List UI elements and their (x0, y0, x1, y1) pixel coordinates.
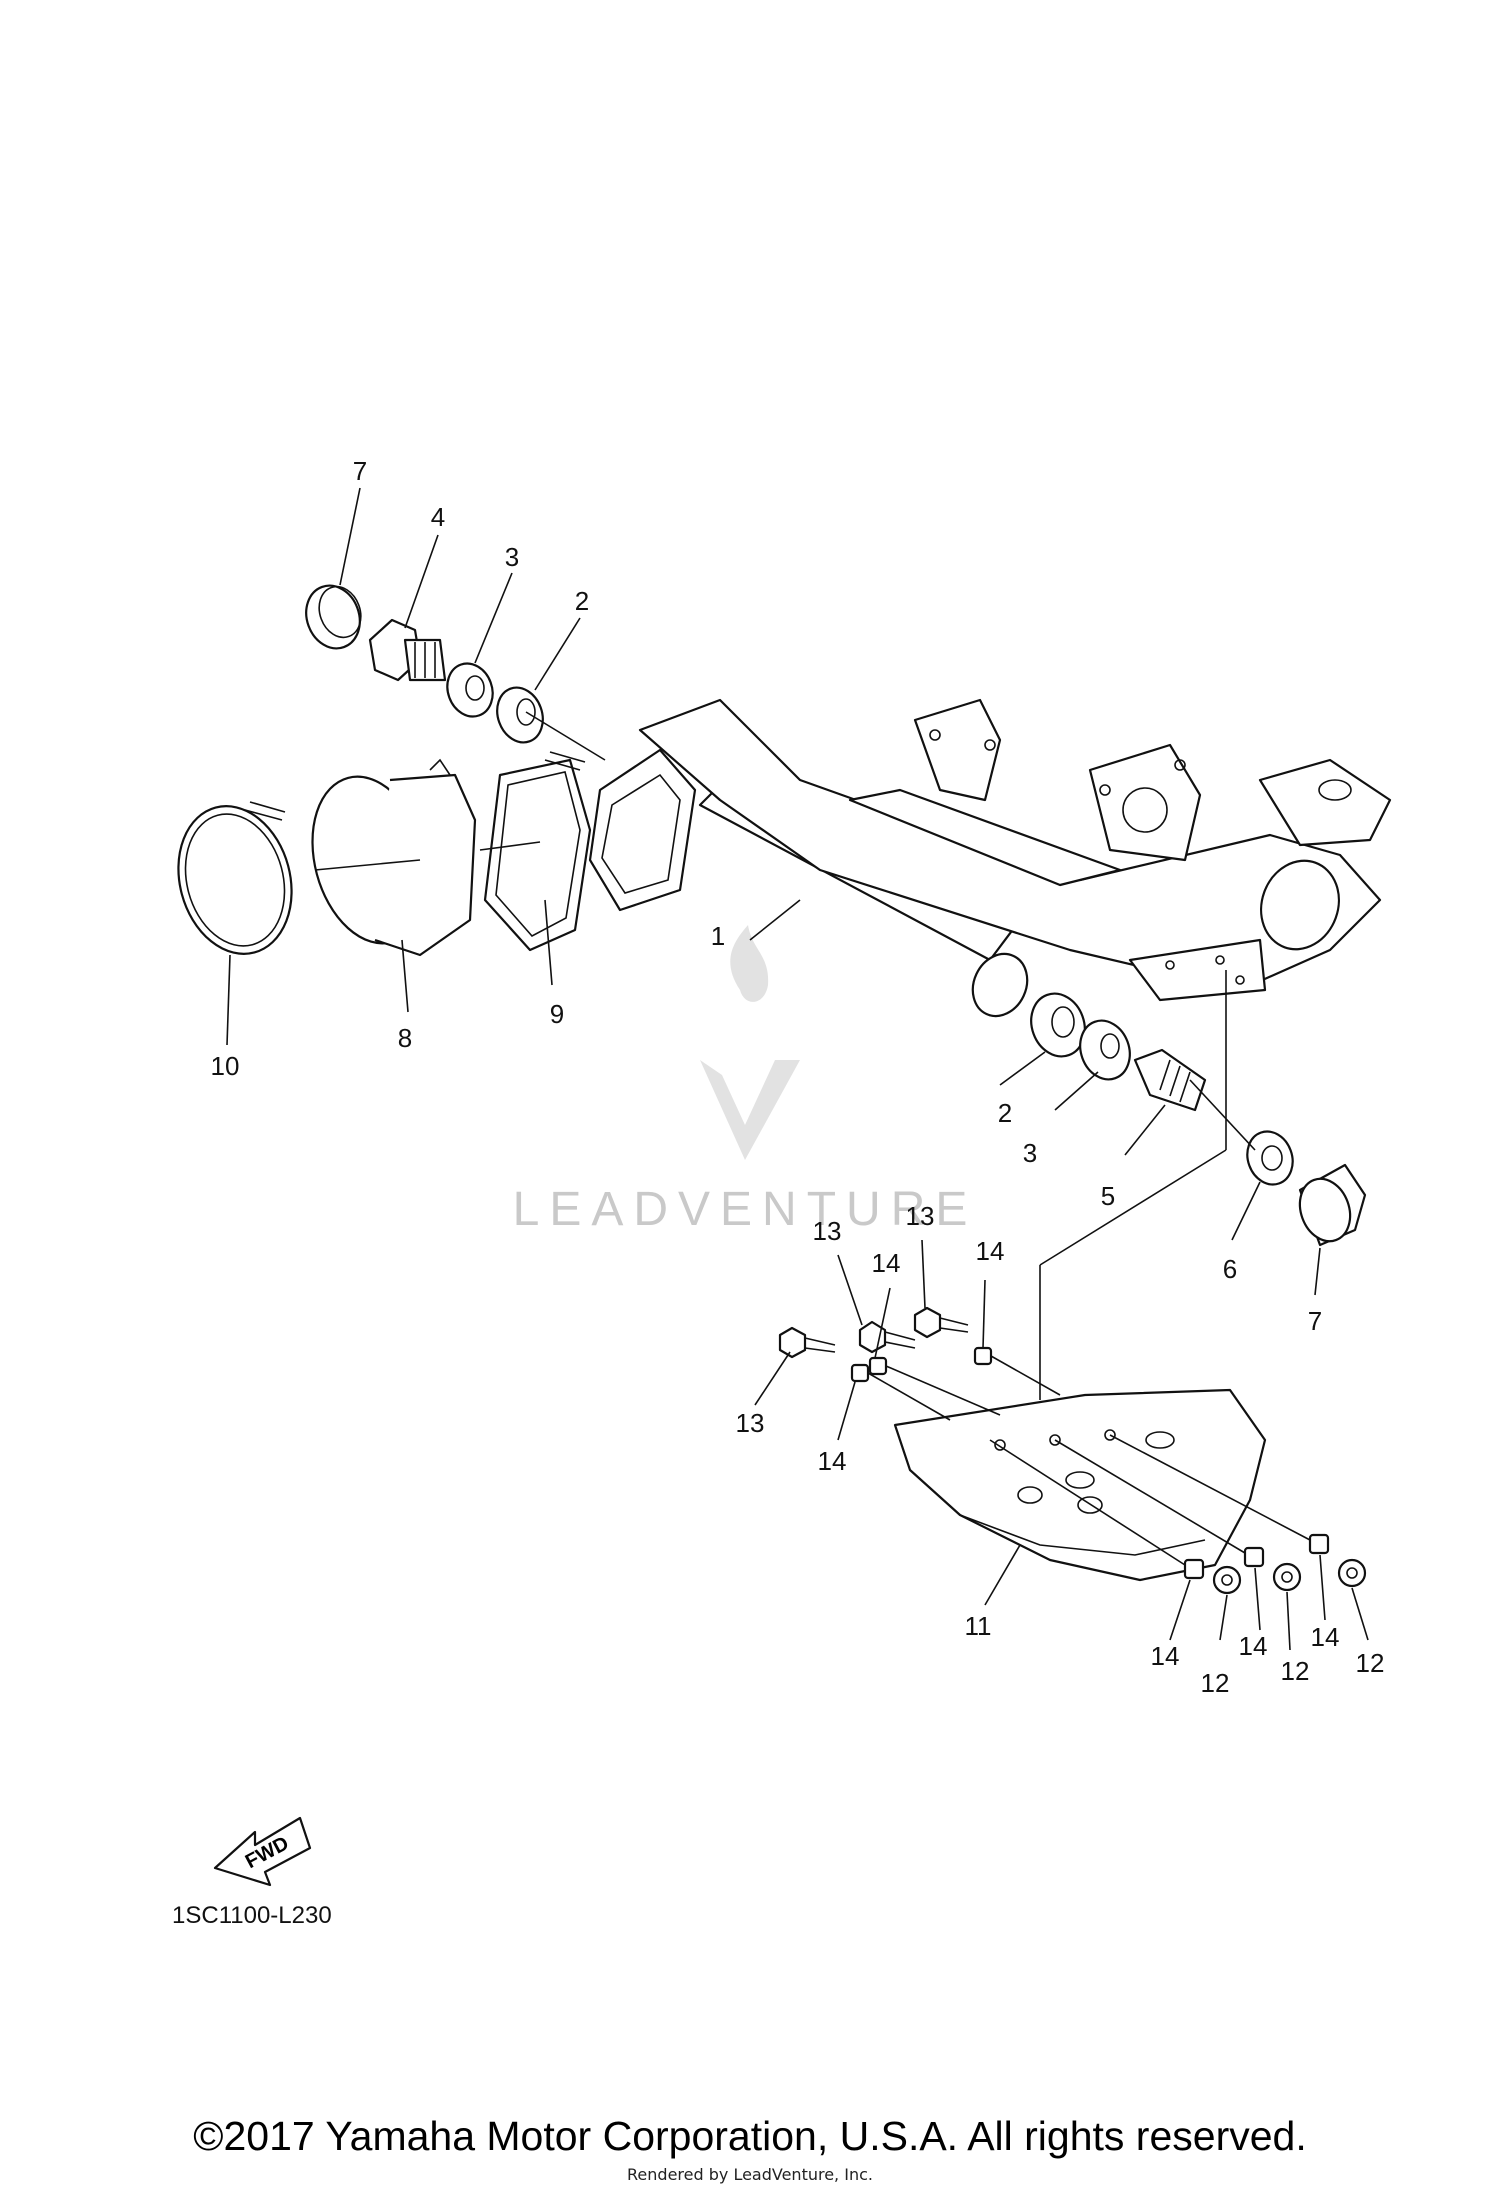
nut-12-c (1337, 1558, 1367, 1588)
callout-14-a: 14 (818, 1446, 847, 1476)
callout-8: 8 (398, 1023, 412, 1053)
callout-5: 5 (1101, 1181, 1115, 1211)
cover-7-right (1298, 1163, 1367, 1247)
callout-3-right: 3 (1023, 1138, 1037, 1168)
collar-14-e (1243, 1546, 1265, 1568)
callout-6: 6 (1223, 1254, 1237, 1284)
callout-13-a: 13 (736, 1408, 765, 1438)
callout-9: 9 (550, 999, 564, 1029)
callout-10: 10 (211, 1051, 240, 1081)
clamp-10 (177, 801, 293, 955)
callout-4: 4 (431, 502, 445, 532)
bolt-13-c (913, 1306, 969, 1339)
watermark-text: LEADVENTURE (513, 1183, 978, 1236)
bearing-2-left (496, 686, 544, 744)
guard-plate-11 (893, 1388, 1267, 1582)
callout-2-left: 2 (575, 586, 589, 616)
leader-lines (226, 487, 1369, 1651)
callout-13-c: 13 (906, 1201, 935, 1231)
nut-12-b (1272, 1562, 1302, 1592)
fwd-arrow-icon: FWD (213, 1816, 312, 1887)
clamp-9 (479, 751, 592, 952)
boot-8 (311, 758, 477, 957)
callout-12-a: 12 (1201, 1668, 1230, 1698)
callout-3-left: 3 (505, 542, 519, 572)
bolt-13-a (778, 1326, 836, 1359)
collar-14-c (973, 1346, 993, 1366)
callout-12-c: 12 (1356, 1648, 1385, 1678)
callout-14-f: 14 (1311, 1622, 1340, 1652)
callout-14-d: 14 (1151, 1641, 1180, 1671)
callout-11: 11 (965, 1611, 992, 1641)
callout-7-right: 7 (1308, 1306, 1322, 1336)
copyright-notice: ©2017 Yamaha Motor Corporation, U.S.A. A… (193, 2113, 1306, 2159)
collar-3-left (446, 662, 494, 718)
callout-12-b: 12 (1281, 1656, 1310, 1686)
bolt-13-b (858, 1320, 916, 1354)
collar-3-right (1079, 1019, 1131, 1081)
callout-2-right: 2 (998, 1098, 1012, 1128)
collar-14-a (850, 1363, 870, 1383)
callout-14-e: 14 (1239, 1631, 1268, 1661)
callout-14-c: 14 (976, 1236, 1005, 1266)
nut-6 (1246, 1130, 1294, 1186)
bearing-2-right (1030, 992, 1086, 1058)
pivot-bolt-5 (1133, 1048, 1207, 1112)
nut-12-a (1212, 1565, 1242, 1595)
callout-7-left: 7 (353, 456, 367, 486)
diagram-code: 1SC1100-L230 (172, 1902, 332, 1929)
collar-14-f (1308, 1533, 1330, 1555)
leadventure-watermark: LEADVENTURE (513, 925, 978, 1236)
callout-14-b: 14 (872, 1248, 901, 1278)
collar-14-d (1183, 1558, 1205, 1580)
pivot-shaft-4 (368, 618, 447, 682)
collar-14-b (868, 1356, 888, 1376)
cap-7-left (305, 584, 362, 650)
swingarm (588, 698, 1392, 1018)
callout-1: 1 (711, 921, 725, 951)
callout-13-b: 13 (813, 1216, 842, 1246)
rendered-by-notice: Rendered by LeadVenture, Inc. (627, 2165, 873, 2184)
